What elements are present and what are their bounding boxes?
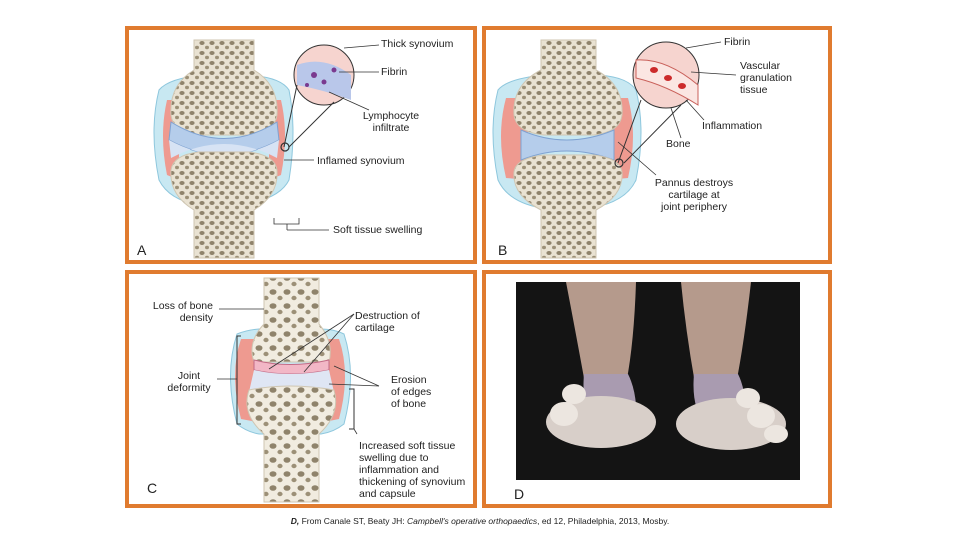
label-erosion-line1: Erosion [391,374,427,386]
panel-letter-c: C [147,480,157,496]
panel-d: D [482,270,832,508]
feet-photograph [486,274,828,504]
label-pannus-line2: cartilage at [668,189,719,201]
source-caption: D, From Canale ST, Beaty JH: Campbell's … [0,516,960,526]
label-erosion-line3: of bone [391,398,426,410]
label-inflamed-synovium: Inflamed synovium [317,155,405,167]
caption-letter: D, [291,516,300,526]
caption-book: Campbell's operative orthopaedics [407,516,537,526]
label-loss-line2: density [180,312,213,324]
label-soft-tissue-swelling: Soft tissue swelling [333,224,422,236]
caption-suffix: , ed 12, Philadelphia, 2013, Mosby. [537,516,669,526]
label-loss-of-bone-density: Loss of bone density [133,300,213,324]
label-fibrin-b: Fibrin [724,36,750,48]
panel-c: Loss of bone density Destruction of cart… [125,270,477,508]
label-joint-line2: deformity [167,382,210,394]
label-lymphocyte-line1: Lymphocyte [363,110,419,122]
label-fibrin: Fibrin [381,66,407,78]
label-vascular-line2: granulation [740,72,792,84]
panel-letter-d: D [514,486,524,502]
label-swelling-line4: thickening of synovium [359,476,465,488]
label-pannus: Pannus destroys cartilage at joint perip… [644,177,744,213]
label-vascular-granulation-tissue: Vascular granulation tissue [740,60,792,96]
label-swelling-line2: swelling due to [359,452,428,464]
label-erosion-line2: of edges [391,386,431,398]
panel-b: Fibrin Vascular granulation tissue Infla… [482,26,832,264]
label-inflammation: Inflammation [702,120,762,132]
label-increased-swelling: Increased soft tissue swelling due to in… [359,440,465,500]
label-lymphocyte-line2: infiltrate [373,122,410,134]
label-joint-deformity: Joint deformity [159,370,219,394]
label-joint-line1: Joint [178,370,200,382]
label-destruction-of-cartilage: Destruction of cartilage [355,310,420,334]
label-destruction-line2: cartilage [355,322,395,334]
panel-letter-b: B [498,242,507,258]
label-loss-line1: Loss of bone [153,300,213,312]
label-lymphocyte-infiltrate: Lymphocyte infiltrate [351,110,431,134]
label-pannus-line3: joint periphery [661,201,727,213]
label-vascular-line3: tissue [740,84,767,96]
label-swelling-line5: and capsule [359,488,416,500]
panel-letter-a: A [137,242,146,258]
label-bone: Bone [666,138,691,150]
label-vascular-line1: Vascular [740,60,780,72]
label-swelling-line1: Increased soft tissue [359,440,455,452]
label-thick-synovium: Thick synovium [381,38,453,50]
label-swelling-line3: inflammation and [359,464,439,476]
label-destruction-line1: Destruction of [355,310,420,322]
panel-a: Thick synovium Fibrin Lymphocyte infiltr… [125,26,477,264]
label-pannus-line1: Pannus destroys [655,177,733,189]
caption-prefix: From Canale ST, Beaty JH: [299,516,407,526]
label-erosion-of-edges: Erosion of edges of bone [391,374,431,410]
